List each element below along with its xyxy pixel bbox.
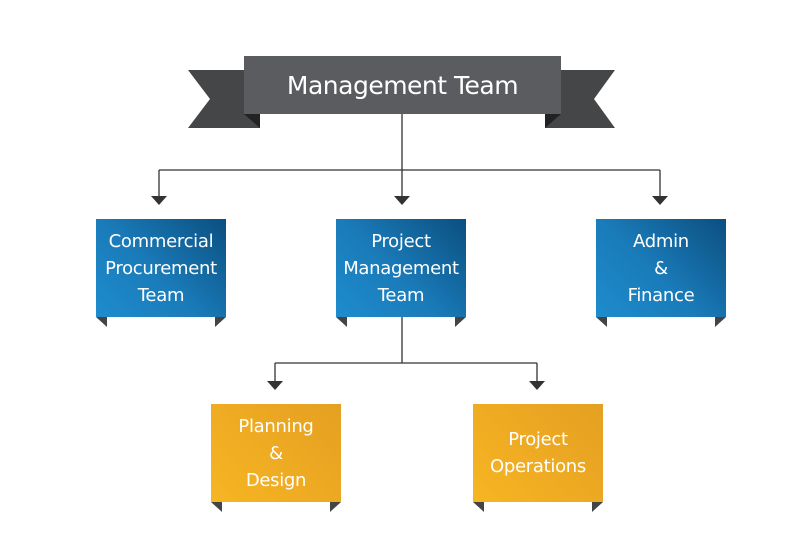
node-admin-finance: Admin & Finance (596, 219, 726, 317)
node-project-management-team: Project Management Team (336, 219, 466, 317)
arrow-head (529, 381, 545, 390)
arrow-head (267, 381, 283, 390)
node-label: Project Management Team (343, 230, 459, 306)
node-label: Admin & Finance (627, 230, 695, 306)
ribbon-fold-left (244, 114, 260, 128)
node-project-operations: Project Operations (473, 404, 603, 502)
node-planning-design: Planning & Design (211, 404, 341, 502)
node-label: Project Operations (490, 429, 586, 477)
root-label: Management Team (286, 70, 519, 100)
node-label: Planning & Design (238, 415, 314, 491)
root-node-management-team: Management Team (244, 56, 561, 114)
node-commercial-procurement-team: Commercial Procurement Team (96, 219, 226, 317)
arrow-head (394, 196, 410, 205)
ribbon-fold-right (545, 114, 561, 128)
ribbon-tail-right (545, 70, 615, 128)
arrow-head (151, 196, 167, 205)
ribbon-tail-left (188, 70, 260, 128)
node-label: Commercial Procurement Team (105, 230, 217, 306)
arrow-head (652, 196, 668, 205)
